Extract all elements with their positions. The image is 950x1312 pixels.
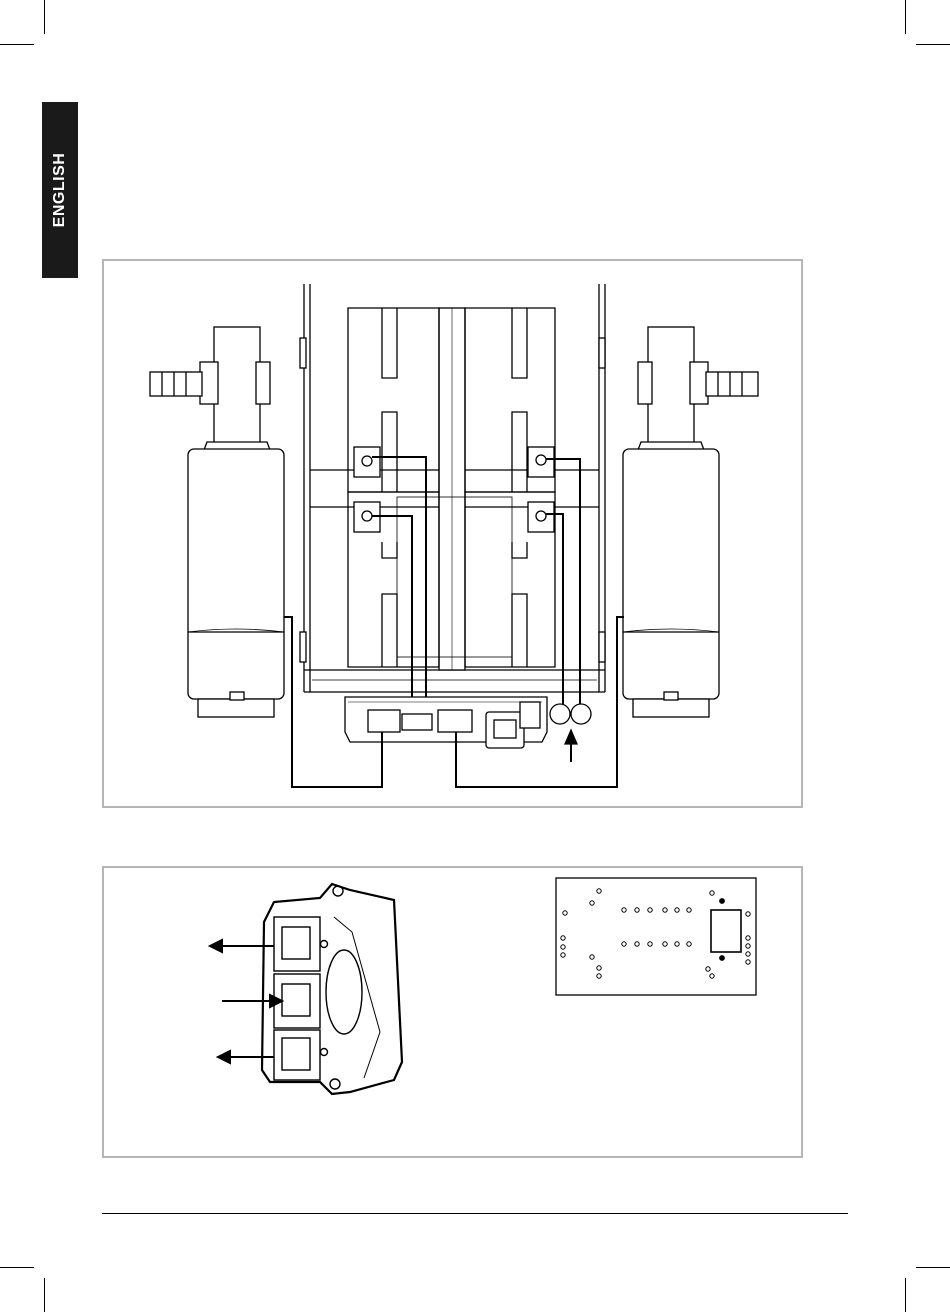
right-actuator bbox=[623, 327, 758, 717]
crop-mark-bl-h bbox=[0, 1267, 34, 1268]
connector-figure bbox=[102, 866, 803, 1158]
control-box bbox=[345, 697, 547, 748]
crop-mark-tr-v bbox=[905, 0, 906, 34]
crop-mark-tl-h bbox=[0, 44, 34, 45]
circuit-board bbox=[556, 878, 756, 995]
left-actuator bbox=[150, 327, 284, 717]
connector-drawing bbox=[104, 868, 801, 1156]
wiring-diagram-drawing bbox=[104, 261, 801, 806]
crop-mark-tr-h bbox=[916, 44, 950, 45]
crop-mark-br-v bbox=[905, 1278, 906, 1312]
crop-mark-tl-v bbox=[44, 0, 45, 34]
connector-module bbox=[262, 884, 402, 1094]
crop-mark-br-h bbox=[916, 1267, 950, 1268]
language-tab-label: ENGLISH bbox=[51, 153, 69, 228]
wiring-diagram-figure bbox=[102, 259, 803, 808]
footer-rule bbox=[102, 1213, 848, 1214]
language-tab: ENGLISH bbox=[42, 102, 78, 278]
crop-mark-bl-v bbox=[44, 1278, 45, 1312]
sensor-wires bbox=[372, 457, 580, 714]
input-ports bbox=[550, 704, 591, 762]
center-shaft bbox=[439, 308, 465, 670]
